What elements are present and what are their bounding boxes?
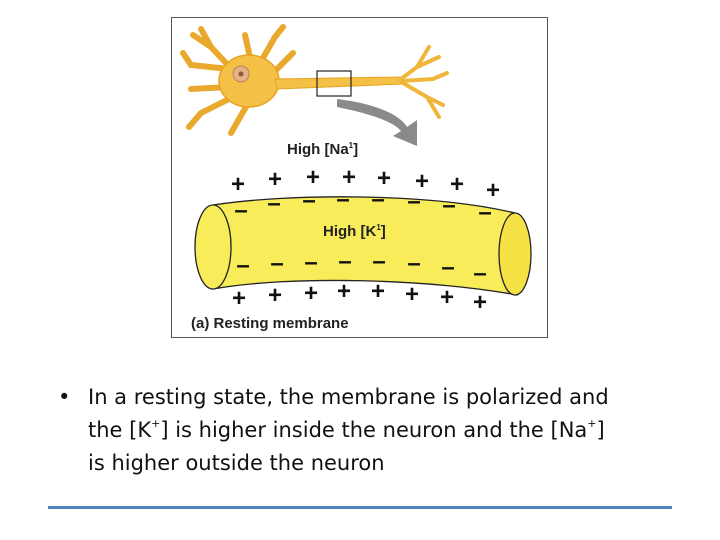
plus-sign: + [450,171,464,198]
minus-sign: – [372,248,385,275]
curved-arrow [337,99,417,146]
bullet-marker: • [58,385,71,409]
minus-sign: – [441,254,454,281]
plus-sign: + [440,284,454,311]
plus-sign: + [377,165,391,192]
minus-sign: – [473,260,486,287]
minus-sign: – [336,186,349,213]
plus-sign: + [268,282,282,309]
plus-sign: + [371,278,385,305]
minus-sign: – [270,250,283,277]
resting-membrane-figure: High [Na1] + + + + + + + + – – – – – – –… [171,17,548,338]
minus-sign: – [302,187,315,214]
plus-sign: + [342,164,356,191]
plus-sign: + [268,166,282,193]
bullet-line-3: is higher outside the neuron [88,451,385,475]
minus-sign: – [267,190,280,217]
plus-sign: + [473,289,487,316]
bullet-line-2: the [K+] is higher inside the neuron and… [88,417,605,442]
footer-rule [48,506,672,509]
bullet-line-1: In a resting state, the membrane is pola… [88,385,609,409]
plus-sign: + [415,168,429,195]
minus-sign: – [407,188,420,215]
plus-sign: + [306,164,320,191]
plus-sign: + [337,278,351,305]
soma [218,54,280,108]
plus-sign: + [232,285,246,312]
plus-sign: + [231,171,245,198]
minus-sign: – [407,250,420,277]
plus-sign: + [304,280,318,307]
label-outside-na: High [Na1] [287,141,358,158]
minus-sign: – [234,197,247,224]
plus-sign: + [486,177,500,204]
plus-sign: + [405,281,419,308]
label-inside-k: High [K1] [323,223,386,240]
minus-sign: – [371,186,384,213]
minus-sign: – [338,248,351,275]
bullet-text: In a resting state, the membrane is pola… [88,381,609,480]
neuron-illustration [180,24,449,146]
minus-sign: – [236,252,249,279]
axon-membrane-cylinder [194,196,532,296]
zoom-box [316,70,352,97]
minus-sign: – [304,249,317,276]
minus-sign: – [478,199,491,226]
minus-sign: – [442,192,455,219]
figure-caption: (a) Resting membrane [191,315,349,332]
